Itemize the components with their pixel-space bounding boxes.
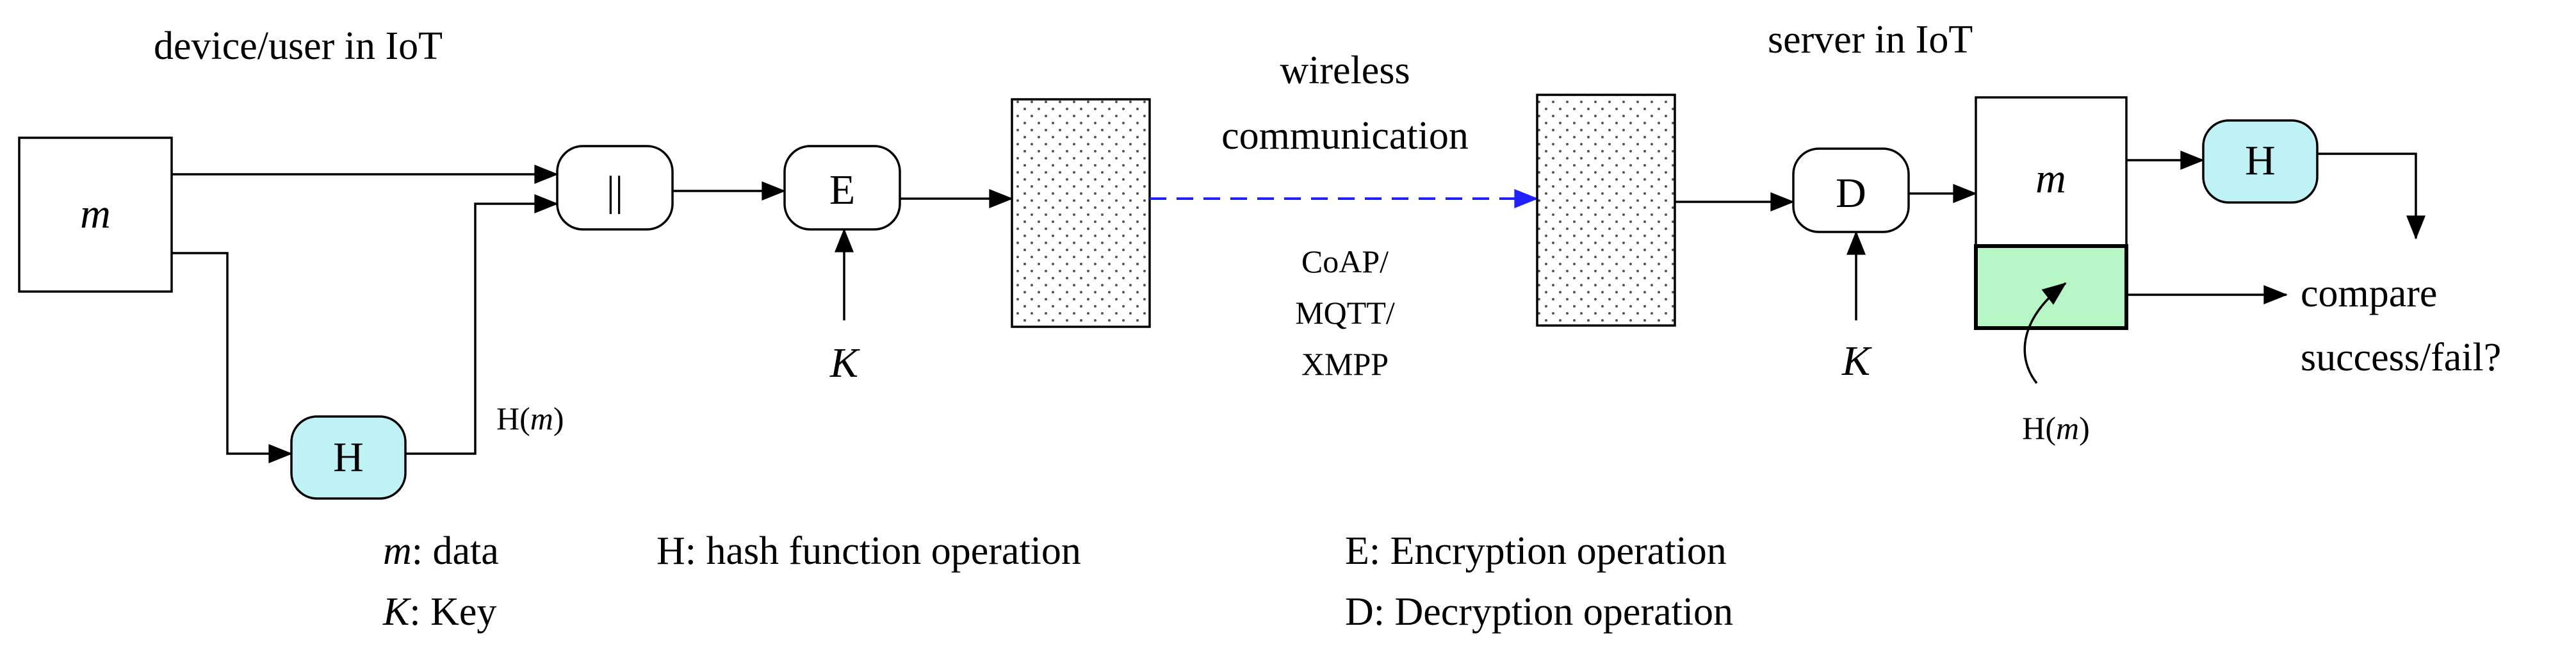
legend-m-desc: : data (412, 529, 499, 573)
concat-label: || (607, 168, 623, 215)
protocol-mqtt: MQTT/ (1295, 295, 1395, 331)
hash-to-compare-line (2317, 153, 2425, 240)
left-title: device/user in IoT (154, 24, 443, 68)
legend-k-desc: : Key (409, 590, 496, 634)
hash-right-node (2202, 119, 2319, 204)
legend-e: E: Encryption operation (1345, 529, 1727, 573)
protocol-coap: CoAP/ (1301, 243, 1389, 279)
legend-k: K: Key (382, 590, 496, 634)
legend-m-sym: m (383, 529, 412, 573)
hash-left-node (290, 415, 407, 500)
legend-k-sym: K (382, 590, 412, 634)
wireless-label-1: wireless (1280, 49, 1410, 92)
hash-out-prefix: H( (496, 400, 530, 436)
received-data-label: m (2035, 155, 2066, 202)
received-hash-box (1974, 244, 2128, 330)
data-box (18, 136, 173, 293)
hash-output-label-left: H(m) (496, 400, 564, 436)
hash-output-label-right: H(m) (2022, 410, 2090, 446)
legend-m: m: data (383, 529, 499, 573)
hash-out-var: m (530, 400, 553, 436)
compare-label-2: success/fail? (2301, 336, 2501, 379)
received-data-box (1975, 96, 2128, 247)
hash-right-label: H (2245, 137, 2276, 184)
hash-out-suffix: ) (553, 400, 564, 436)
encrypt-label: E (829, 167, 855, 213)
ciphertext-packet-left (1011, 98, 1151, 328)
concat-node (556, 145, 674, 231)
key-right-label: K (1841, 338, 1872, 384)
data-box-label: m (80, 190, 111, 237)
legend-h: H: hash function operation (656, 529, 1081, 573)
ciphertext-packet-right (1536, 94, 1676, 327)
decrypt-label: D (1836, 170, 1866, 217)
protocol-xmpp: XMPP (1301, 346, 1389, 382)
compare-label-1: compare (2301, 272, 2437, 315)
hash-out-prefix-r: H( (2022, 410, 2056, 446)
hash-out-var-r: m (2056, 410, 2079, 446)
hash-to-concat-line (405, 194, 558, 455)
received-hash-pointer (2023, 282, 2067, 384)
right-title: server in IoT (1768, 18, 1973, 62)
hash-out-suffix-r: ) (2079, 410, 2090, 446)
wireless-label-2: communication (1221, 114, 1469, 158)
m-to-hash-line (172, 252, 293, 463)
hash-left-label: H (333, 434, 364, 481)
legend-d: D: Decryption operation (1345, 590, 1733, 634)
key-left-label: K (829, 340, 860, 386)
